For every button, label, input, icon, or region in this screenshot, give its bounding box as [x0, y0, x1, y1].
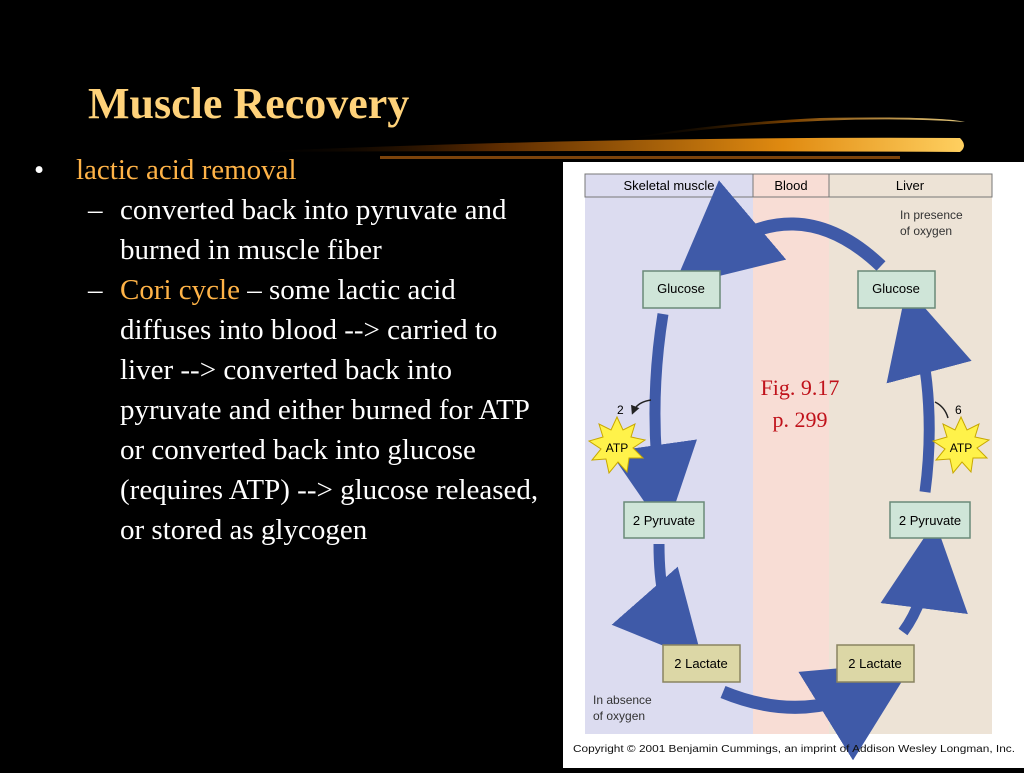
header-liver	[828, 173, 993, 198]
atp-yield-arrow	[631, 399, 652, 415]
atp-starburst-left-icon	[587, 415, 647, 475]
pyruvate-to-lactate-arrow	[611, 543, 703, 662]
cori-cycle-term: Cori cycle	[120, 274, 240, 306]
glucose-transport-arrow	[673, 180, 886, 288]
gluconeogenesis-arrow	[886, 287, 972, 493]
atp-cost-arrow	[934, 401, 949, 419]
bullet-list: • lactic acid removal – converted back i…	[30, 150, 550, 550]
lactate-box-liver	[836, 644, 915, 683]
dash-icon: –	[88, 274, 103, 306]
bullet-text: lactic acid removal	[76, 154, 297, 186]
cori-cycle-diagram: Skeletal muscle Blood Liver In presence …	[573, 173, 1015, 761]
blood-region	[753, 174, 829, 734]
sub-bullet-item: – converted back into pyruvate and burne…	[30, 190, 550, 270]
oxygen-absent-line2: of oxygen	[593, 709, 645, 723]
dash-icon: –	[88, 194, 103, 226]
pyruvate-box-liver	[889, 501, 971, 539]
atp-starburst-right-icon	[931, 415, 991, 475]
glucose-right-label: Glucose	[872, 281, 920, 296]
lactate-right-label: 2 Lactate	[848, 656, 902, 671]
sub-bullet-text: converted back into pyruvate and burned …	[120, 194, 507, 266]
glucose-left-label: Glucose	[657, 281, 705, 296]
pyruvate-left-label: 2 Pyruvate	[633, 513, 695, 528]
pyruvate-box-muscle	[623, 501, 705, 539]
lactate-box-muscle	[662, 644, 741, 683]
cori-cycle-figure: Skeletal muscle Blood Liver In presence …	[563, 162, 1024, 768]
decorative-swoosh	[240, 117, 965, 159]
header-skeletal-muscle-label: Skeletal muscle	[623, 178, 714, 193]
oxygen-present-line2: of oxygen	[900, 224, 952, 238]
copyright-text: Copyright © 2001 Benjamin Cummings, an i…	[573, 744, 1015, 755]
page-number: p. 299	[772, 407, 828, 432]
sub-bullet-item: – Cori cycle – some lactic acid diffuses…	[30, 270, 550, 550]
sub-bullet-text: – some lactic acid diffuses into blood -…	[120, 274, 539, 546]
oxygen-absent-line1: In absence	[593, 693, 652, 707]
header-blood-label: Blood	[774, 178, 807, 193]
atp-right-label: ATP	[950, 441, 972, 455]
glycolysis-arrow	[609, 313, 697, 533]
bullet-dot-icon: •	[34, 154, 45, 186]
atp-right-count: 6	[955, 403, 962, 417]
glucose-box-muscle	[642, 270, 721, 309]
figure-reference: Fig. 9.17 p. 299	[750, 372, 850, 436]
lactate-to-pyruvate-arrow	[880, 521, 968, 636]
slide-title: Muscle Recovery	[88, 79, 410, 128]
glucose-box-liver	[857, 270, 936, 309]
atp-left-count: 2	[617, 403, 624, 417]
figure-number: Fig. 9.17	[760, 375, 840, 400]
pyruvate-right-label: 2 Pyruvate	[899, 513, 961, 528]
bullet-item: • lactic acid removal	[30, 150, 550, 190]
header-liver-label: Liver	[896, 178, 925, 193]
atp-left-label: ATP	[606, 441, 628, 455]
lactate-transport-arrow	[720, 661, 915, 761]
oxygen-present-line1: In presence	[900, 208, 963, 222]
lactate-left-label: 2 Lactate	[674, 656, 728, 671]
